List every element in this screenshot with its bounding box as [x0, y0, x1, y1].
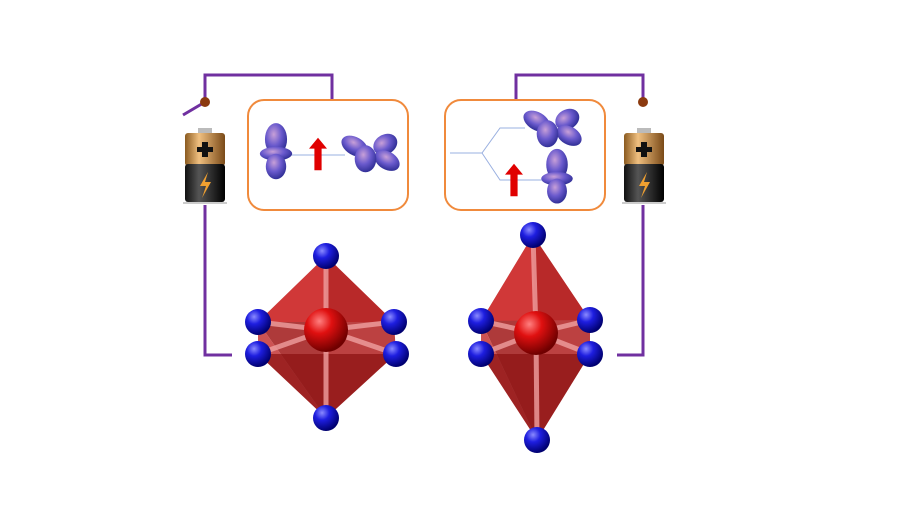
- ligand-atom: [313, 243, 339, 269]
- ligand-atom: [577, 307, 603, 333]
- left-circuit: [182, 73, 409, 357]
- ligand-atom: [520, 222, 546, 248]
- wire: [203, 73, 334, 102]
- central-atom: [304, 308, 348, 352]
- ligand-atom: [313, 405, 339, 431]
- wire: [514, 73, 645, 102]
- ligand-atom: [468, 341, 494, 367]
- ligand-atom: [245, 309, 271, 335]
- ligand-atom: [577, 341, 603, 367]
- ligand-atom: [245, 341, 271, 367]
- ligand-atom: [524, 427, 550, 453]
- ligand-atom: [383, 341, 409, 367]
- octahedron-elongated: [468, 222, 603, 453]
- battery-icon: [622, 128, 666, 204]
- switch-pivot: [200, 97, 210, 107]
- wire: [203, 205, 232, 357]
- central-atom: [514, 311, 558, 355]
- wire: [617, 205, 645, 357]
- battery-icon: [183, 128, 227, 204]
- octahedron-regular: [245, 243, 409, 431]
- right-circuit: [444, 73, 666, 357]
- ligand-atom: [381, 309, 407, 335]
- ligand-atom: [468, 308, 494, 334]
- energy-splitting-lines: [450, 127, 525, 154]
- switch-pivot[interactable]: [638, 97, 648, 107]
